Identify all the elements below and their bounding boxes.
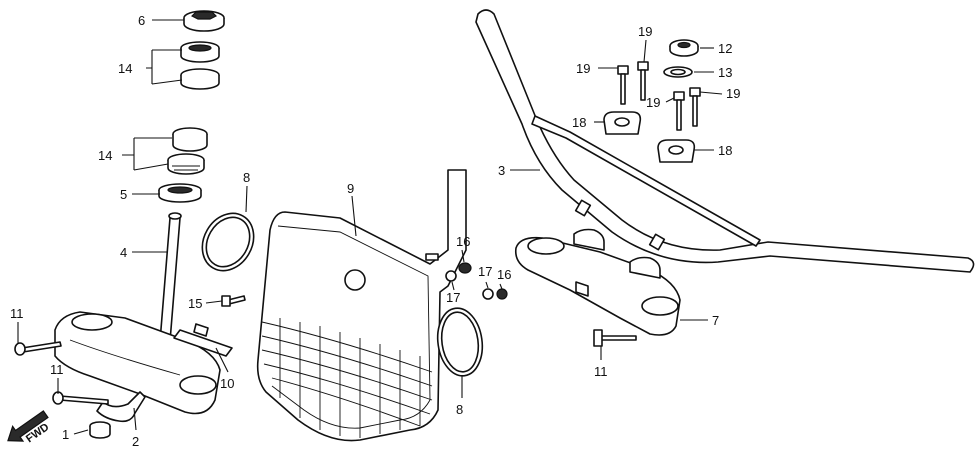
callout-11-right: 11 bbox=[594, 364, 608, 379]
callout-18-lower: 18 bbox=[718, 143, 732, 158]
callout-6: 6 bbox=[138, 13, 145, 28]
holder-lower-18 bbox=[657, 139, 696, 163]
washer-17-right bbox=[482, 288, 494, 300]
callout-8-upper: 8 bbox=[243, 170, 250, 185]
holder-upper-18 bbox=[603, 111, 642, 135]
callout-14-upper: 14 bbox=[118, 61, 132, 76]
number-plate bbox=[256, 169, 467, 442]
upper-fork-bridge bbox=[514, 228, 681, 336]
handlebar bbox=[475, 9, 975, 273]
lower-fork-bridge bbox=[54, 311, 221, 415]
bracket-10 bbox=[173, 323, 233, 357]
callout-5: 5 bbox=[120, 187, 127, 202]
bolt-11-left bbox=[14, 341, 62, 356]
callout-1: 1 bbox=[62, 427, 69, 442]
cap-12 bbox=[669, 39, 699, 57]
bolt-19-d bbox=[689, 87, 701, 127]
dust-seal bbox=[158, 183, 202, 203]
callout-16-left: 16 bbox=[456, 234, 470, 249]
rubber-band-lower bbox=[436, 307, 484, 377]
callout-10: 10 bbox=[220, 376, 234, 391]
washer-13 bbox=[663, 66, 693, 78]
callout-19-right: 19 bbox=[726, 86, 740, 101]
rubber-band-upper bbox=[201, 212, 255, 272]
callout-18-upper: 18 bbox=[572, 115, 586, 130]
cable-guide bbox=[96, 391, 146, 423]
callout-7: 7 bbox=[712, 313, 719, 328]
callout-9: 9 bbox=[347, 181, 354, 196]
callout-8-lower: 8 bbox=[456, 402, 463, 417]
bolt-19-b bbox=[637, 61, 649, 101]
bolt-11-lower bbox=[52, 391, 109, 405]
callout-17-left: 17 bbox=[446, 290, 460, 305]
callout-14-lower: 14 bbox=[98, 148, 112, 163]
callout-16-right: 16 bbox=[497, 267, 511, 282]
nut-16-right bbox=[496, 288, 508, 300]
bolt-15 bbox=[221, 295, 246, 307]
callout-13: 13 bbox=[718, 65, 732, 80]
callout-11-left: 11 bbox=[10, 306, 24, 321]
bolt-19-c bbox=[673, 91, 685, 131]
callout-4: 4 bbox=[120, 245, 127, 260]
callout-2: 2 bbox=[132, 434, 139, 449]
callout-15: 15 bbox=[188, 296, 202, 311]
nut-16-left bbox=[458, 262, 472, 274]
bolt-19-a bbox=[617, 65, 629, 105]
callout-19-top: 19 bbox=[638, 24, 652, 39]
callout-19-mid: 19 bbox=[646, 95, 660, 110]
bolt-11-right bbox=[593, 329, 637, 347]
leader-lines bbox=[17, 19, 723, 435]
lower-bearing bbox=[167, 153, 205, 175]
callout-11-lower: 11 bbox=[50, 362, 64, 377]
rubber-grommet bbox=[89, 421, 111, 439]
upper-bearing-race bbox=[180, 41, 220, 63]
lower-bearing-race bbox=[172, 127, 208, 152]
callout-3: 3 bbox=[498, 163, 505, 178]
callout-12: 12 bbox=[718, 41, 732, 56]
callout-19-left: 19 bbox=[576, 61, 590, 76]
stem-nut bbox=[183, 10, 225, 32]
fwd-arrow-icon: FWD bbox=[7, 410, 51, 445]
washer-17-left bbox=[445, 270, 457, 282]
callout-17-right: 17 bbox=[478, 264, 492, 279]
upper-bearing-cone bbox=[180, 68, 220, 90]
